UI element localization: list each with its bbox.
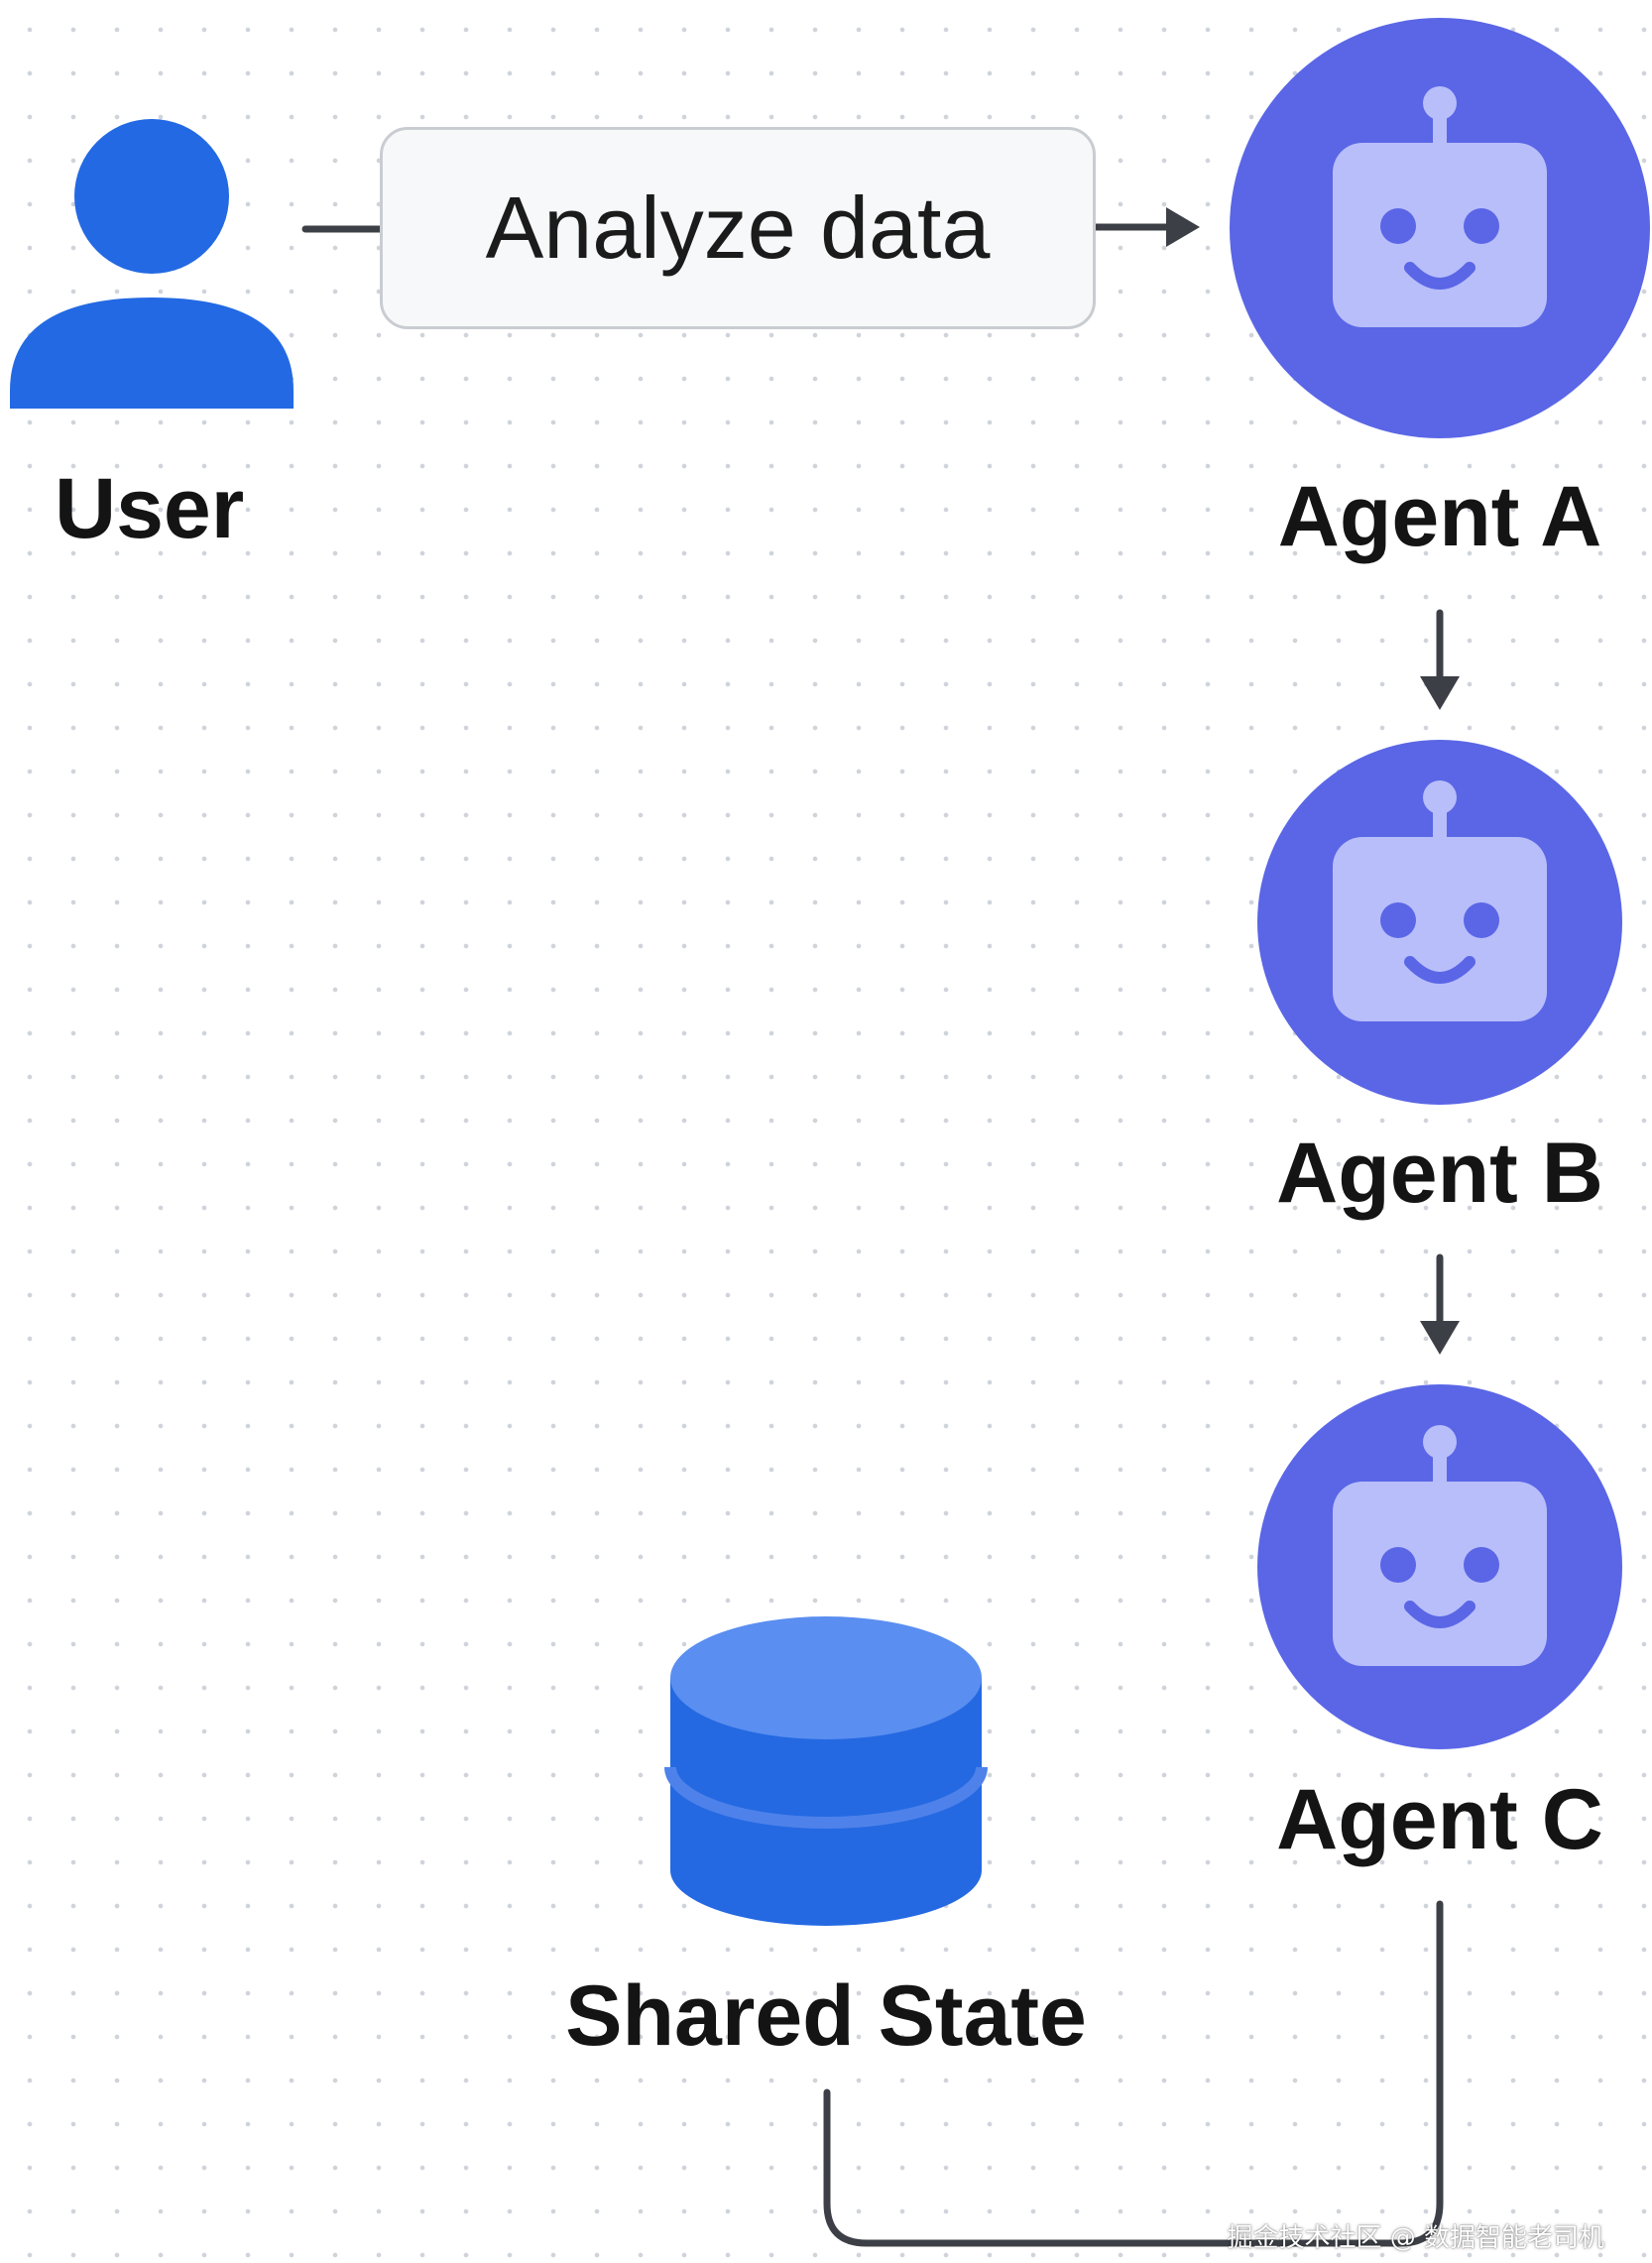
message-label: Analyze data (485, 179, 991, 277)
database-icon (664, 1616, 988, 1926)
message-box: Analyze data (380, 127, 1096, 329)
agent-c-label: Agent C (1276, 1772, 1603, 1867)
shared-state-label: Shared State (565, 1968, 1087, 2064)
agent-b-node (1257, 740, 1622, 1105)
agent-b-to-agent-c-arrow (1420, 1253, 1460, 1355)
agent-c-node (1257, 1384, 1622, 1749)
agent-c-to-shared-state-connector (823, 1900, 1444, 2247)
watermark: 掘金技术社区 @ 数据智能老司机 (1227, 2223, 1604, 2253)
agent-a-node (1230, 18, 1650, 438)
agent-b-label: Agent B (1276, 1126, 1603, 1221)
user-label: User (55, 461, 245, 556)
message-to-agent-a-arrow (1092, 207, 1200, 247)
person-icon (10, 119, 294, 409)
agent-a-to-agent-b-arrow (1420, 609, 1460, 710)
agent-a-label: Agent A (1277, 469, 1602, 564)
